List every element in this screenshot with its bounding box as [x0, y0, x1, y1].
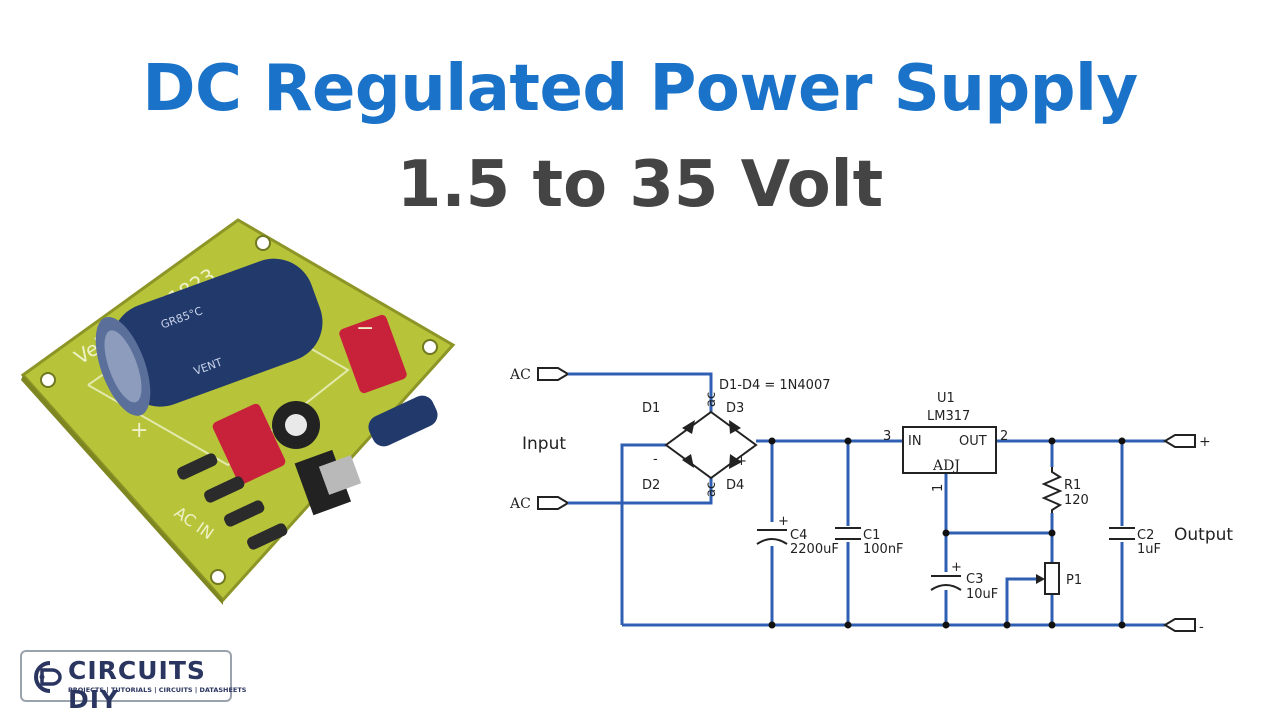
circuit-schematic: AC AC Input D1-D4 = 1N4007 D1 D3 D2 D4 a…: [509, 367, 1233, 635]
diode-d4: [729, 454, 742, 469]
output-terminal-plus: [1163, 434, 1196, 448]
junction-dot: [768, 437, 776, 445]
output-terminal-minus: [1163, 618, 1196, 632]
junction-dot: [942, 529, 950, 537]
diode: [177, 453, 218, 480]
r1-ref: R1: [1064, 478, 1081, 493]
c2-ref: C2: [1137, 528, 1154, 543]
c3-value: 10uF: [966, 587, 998, 602]
c1-value: 100nF: [863, 542, 904, 557]
wire-bridge-negative: [620, 443, 666, 625]
p1-wiper-arrow: [1036, 574, 1045, 584]
c4-plate-bottom: [756, 538, 788, 545]
c3-ref: C3: [966, 572, 983, 587]
c4-ref: C4: [790, 528, 807, 543]
pcb-plus-label: +: [130, 418, 148, 443]
junction-dot: [1118, 621, 1126, 629]
u1-pin-in-number: 3: [883, 429, 891, 444]
c1-ref: C1: [863, 528, 880, 543]
small-capacitor: [368, 395, 438, 447]
u1-ref: U1: [937, 391, 955, 406]
page-subtitle: 1.5 to 35 Volt: [396, 148, 884, 222]
diode-d2: [682, 454, 694, 468]
c4-polarity: +: [778, 514, 789, 529]
u1-pin-out-number: 2: [1000, 429, 1008, 444]
u1-pin-adj-number: 1: [931, 484, 946, 492]
bridge-ac-top-label: ac: [704, 392, 719, 407]
junction-dot: [1048, 529, 1056, 537]
r1-value: 120: [1064, 493, 1089, 508]
resistor-r1: [1041, 467, 1063, 513]
input-label: Input: [522, 434, 566, 454]
diode-d3: [729, 420, 741, 434]
output-plus-label: +: [1199, 434, 1211, 450]
u1-out-pin: OUT: [959, 434, 987, 449]
bridge-rectifier: [664, 410, 758, 480]
mounting-hole: [40, 372, 56, 388]
d2-label: D2: [642, 478, 660, 493]
junction-dot: [1003, 621, 1011, 629]
junction-dot: [844, 437, 852, 445]
potentiometer-p1: [1044, 562, 1060, 595]
ac-terminal-top: [537, 367, 570, 381]
mounting-hole: [255, 235, 271, 251]
film-capacitor: [339, 314, 407, 394]
c3-plate-bottom: [930, 584, 962, 591]
output-minus-label: -: [1199, 619, 1204, 635]
main-capacitor: GR85°C VENT: [95, 258, 323, 416]
bridge-plus-label: +: [736, 454, 747, 469]
junction-dot: [768, 621, 776, 629]
circuit-logo-icon: [34, 661, 62, 693]
mounting-hole: [210, 569, 226, 585]
regulator-heatsink-tab: [318, 455, 362, 495]
junction-dot: [1048, 621, 1056, 629]
wire-ac-bottom: [568, 478, 713, 505]
pcb-photo: Velleman P1823 GR85°C VENT AC IN + −: [20, 218, 456, 605]
mounting-hole: [422, 339, 438, 355]
wire-p1-wiper: [1005, 577, 1040, 625]
junction-dot: [844, 621, 852, 629]
diode: [224, 500, 265, 527]
trimmer-knob: [285, 414, 307, 436]
diode-d1: [682, 420, 695, 434]
pcb-board-edge: [21, 375, 223, 605]
u1-adj-pin: ADJ: [932, 458, 960, 474]
c2-value: 1uF: [1137, 542, 1161, 557]
page-title: DC Regulated Power Supply: [142, 52, 1138, 126]
u1-part: LM317: [927, 409, 970, 424]
u1-in-pin: IN: [908, 434, 922, 449]
bridge-minus-label: -: [653, 452, 658, 467]
c3-polarity: +: [951, 560, 962, 575]
ac-terminal-label-bottom: AC: [509, 496, 531, 512]
diode: [247, 523, 288, 550]
ac-terminal-label-top: AC: [509, 367, 531, 383]
film-capacitor: [212, 403, 286, 485]
p1-ref: P1: [1066, 573, 1082, 588]
d4-label: D4: [726, 478, 744, 493]
c4-value: 2200uF: [790, 542, 839, 557]
bridge-ac-bottom-label: ac: [704, 482, 719, 497]
d3-label: D3: [726, 401, 744, 416]
d1-label: D1: [642, 401, 660, 416]
ac-terminal-bottom: [537, 496, 570, 510]
output-label: Output: [1174, 525, 1233, 545]
regulator-u1: [902, 426, 997, 474]
logo-tagline: PROJECTS | TUTORIALS | CIRCUITS | DATASH…: [68, 686, 247, 694]
diode-note: D1-D4 = 1N4007: [719, 378, 831, 393]
junction-dot: [1118, 437, 1126, 445]
logo-name: CIRCUITS DIY: [68, 656, 206, 714]
site-logo[interactable]: CIRCUITS DIY PROJECTS | TUTORIALS | CIRC…: [20, 650, 246, 714]
junction-dot: [1048, 437, 1056, 445]
wire-ac-top: [568, 372, 713, 412]
junction-dot: [942, 621, 950, 629]
pcb-minus-label: −: [356, 316, 374, 341]
diode: [204, 476, 245, 503]
